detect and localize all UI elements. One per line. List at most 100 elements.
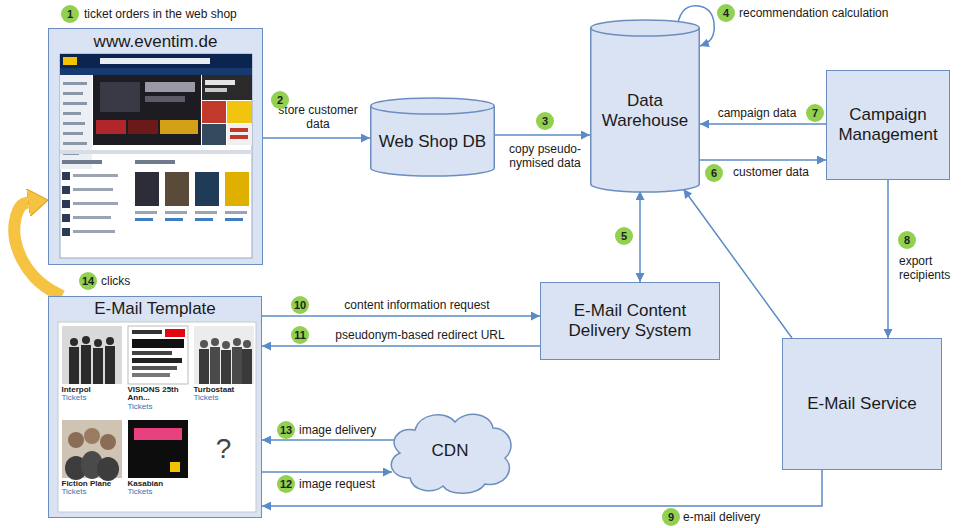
- web-shop-screenshot-shape: [205, 80, 235, 85]
- edge-label: campaign data: [717, 106, 798, 120]
- flow-arrow: [262, 471, 392, 473]
- band-photo-shape: [105, 346, 115, 384]
- edge-label: export recipients: [898, 254, 951, 282]
- edge-label-box: copy pseudo- nymised data: [503, 142, 587, 170]
- node-title: Turbostaat: [194, 386, 254, 395]
- flow-arrow: [887, 180, 889, 338]
- web-shop-screenshot-shape: [205, 88, 227, 92]
- band-photo-shape: [222, 341, 230, 349]
- node-title: ?: [195, 432, 253, 466]
- edge-label-box: customer data: [722, 165, 820, 179]
- band-photo-shape: [232, 347, 242, 384]
- web-shop-screenshot-shape: [96, 120, 126, 134]
- web-shop-screenshot-shape: [128, 120, 158, 134]
- web-shop-screenshot-shape: [225, 172, 249, 206]
- cylinder-body: [371, 98, 495, 176]
- edge-label: image request: [298, 477, 376, 491]
- band-photo-shape: [242, 349, 252, 384]
- band-photo: [62, 420, 122, 481]
- template-panel: [58, 322, 256, 512]
- web-shop-screenshot-shape: [100, 82, 140, 112]
- flow-arrow: [262, 315, 540, 317]
- band-photo-shape: [81, 345, 91, 384]
- callout-number: 2: [271, 91, 289, 109]
- node-title: Interpol: [62, 386, 122, 395]
- edge-label: e-mail delivery: [682, 510, 761, 524]
- web-shop-screenshot-shape: [227, 101, 252, 123]
- band-photo-shape: [221, 350, 231, 384]
- band-photo-shape: [210, 347, 220, 384]
- web-shop-screenshot-shape: [230, 128, 248, 132]
- web-shop-screenshot-shape: [62, 172, 70, 180]
- web-shop-screenshot-shape: [63, 152, 79, 155]
- event-tile: KasabianTickets: [128, 420, 188, 510]
- event-tile: VISIONS 25th Ann...Tickets: [128, 326, 188, 416]
- process-box: E-Mail Service: [782, 338, 942, 470]
- festival-poster-shape: [165, 329, 185, 337]
- node-title: Data Warehouse: [596, 91, 694, 132]
- callout-number: 9: [662, 508, 680, 526]
- node-text: Tickets: [62, 394, 122, 403]
- event-tile: TurbostaatTickets: [194, 326, 254, 416]
- database-cylinder: Web Shop DB: [370, 98, 495, 176]
- band-photo-shape: [194, 326, 254, 384]
- web-shop-screenshot-shape: [135, 211, 157, 214]
- band-photo-shape: [62, 326, 122, 384]
- band-photo-shape: [94, 339, 102, 347]
- band-photo-shape: [84, 428, 100, 444]
- web-shop-screenshot-shape: [63, 92, 83, 95]
- album-cover-shape: [128, 420, 188, 478]
- edge-label: image delivery: [298, 423, 377, 437]
- flow-arrow: [700, 123, 826, 125]
- festival-poster-shape: [132, 366, 177, 370]
- festival-poster: [128, 326, 188, 384]
- festival-poster-shape: [128, 326, 188, 384]
- web-shop-screenshot-shape: [202, 75, 252, 100]
- web-shop-screenshot-shape: [202, 101, 226, 123]
- callout-number: 14: [79, 272, 97, 290]
- flow-arrow: [495, 134, 590, 136]
- edge-label-box: image delivery: [298, 423, 388, 437]
- web-shop-screenshot-shape: [62, 200, 70, 208]
- process-box: Campaign Management: [826, 70, 950, 180]
- edge-label-box: export recipients: [898, 254, 958, 282]
- band-photo-shape: [62, 420, 122, 478]
- placeholder-tile: ?: [194, 420, 254, 478]
- web-shop-screenshot-shape: [165, 172, 189, 206]
- web-shop-screenshot-shape: [63, 122, 85, 125]
- web-shop-screenshot-shape: [202, 124, 226, 145]
- flow-arrow: [262, 470, 822, 506]
- band-photo-shape: [70, 338, 78, 346]
- edge-label: content information request: [343, 298, 490, 312]
- web-shop-screenshot-shape: [60, 54, 252, 68]
- web-shop-screenshot-shape: [145, 82, 195, 92]
- node-text: Tickets: [128, 488, 188, 497]
- edge-label: copy pseudo- nymised data: [508, 142, 582, 170]
- edge-label: store customer data: [277, 103, 358, 131]
- template-panel-shape: [58, 322, 256, 512]
- band-photo: [194, 326, 254, 384]
- node-title: E-Mail Service: [791, 394, 933, 414]
- festival-poster-shape: [132, 330, 162, 334]
- band-photo: [62, 326, 122, 384]
- node-title: www.eventim.de: [57, 32, 254, 52]
- web-shop-screenshot-shape: [73, 216, 111, 219]
- cylinder-rim: [591, 28, 700, 36]
- edge-label-box: image request: [298, 477, 388, 491]
- web-shop-screenshot-shape: [135, 218, 153, 221]
- edge-label-box: pseudonym-based redirect URL: [312, 328, 528, 342]
- band-photo-shape: [93, 348, 103, 384]
- web-shop-screenshot-shape: [225, 211, 247, 214]
- web-shop-screenshot-shape: [62, 160, 102, 164]
- web-shop-screenshot-shape: [160, 120, 198, 134]
- web-shop-screenshot-shape: [227, 124, 252, 145]
- callout-number: 5: [615, 227, 633, 245]
- flow-arrow: [639, 191, 641, 282]
- node-title: Fiction Plane: [62, 480, 122, 489]
- callout-number: 3: [536, 112, 554, 130]
- band-photo-shape: [97, 457, 119, 481]
- node-title: Campaign Management: [835, 105, 941, 146]
- flow-arrow: [700, 159, 826, 161]
- web-shop-screenshot-shape: [60, 150, 252, 154]
- callout-number: 6: [705, 164, 723, 182]
